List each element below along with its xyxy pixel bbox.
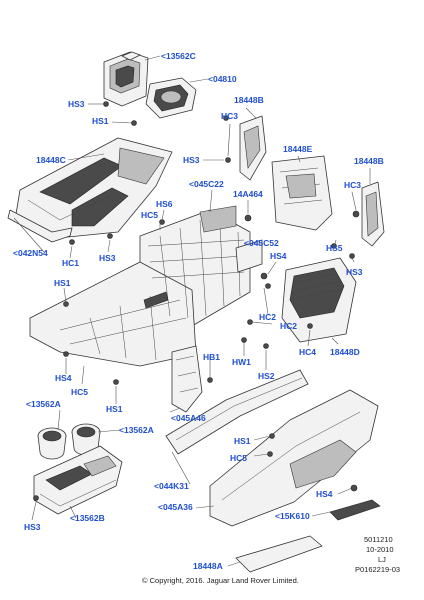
copyright-notice: © Copyright, 2016. Jaguar Land Rover Lim… [142, 576, 299, 585]
label-13562b[interactable]: <13562B [70, 513, 105, 523]
label-hc5[interactable]: HC5 [230, 453, 248, 463]
footer-ref-date: 10-2010 [366, 545, 394, 554]
footer-ref-code: LJ [378, 555, 386, 564]
upper-trim-panel-18448c [7, 137, 173, 243]
label-18448a[interactable]: 18448A [193, 561, 223, 571]
label-hs1[interactable]: HS1 [92, 116, 109, 126]
side-trim-044k31 [165, 369, 309, 455]
footer-illustration-id: P0162219-03 [355, 565, 401, 574]
label-hc5[interactable]: HC5 [141, 210, 159, 220]
leader-lines [13, 55, 371, 567]
label-18448d[interactable]: 18448D [330, 347, 360, 357]
console-frame-045c22 [29, 205, 263, 367]
label-13562a[interactable]: <13562A [26, 399, 61, 409]
rear-storage-bin-18448d [281, 257, 357, 343]
cup-holder-insert-13562c [103, 51, 149, 107]
lower-panel-18448a [235, 535, 323, 573]
label-18448c[interactable]: 18448C [36, 155, 66, 165]
label-hs3[interactable]: HS3 [99, 253, 116, 263]
label-hc1[interactable]: HC1 [62, 258, 80, 268]
trim-strip-15k610 [329, 499, 381, 521]
label-hc2[interactable]: HC2 [280, 321, 298, 331]
label-042n54[interactable]: <042N54 [13, 248, 48, 258]
label-hc5[interactable]: HC5 [71, 387, 89, 397]
label-hs4[interactable]: HS4 [316, 489, 333, 499]
label-hc2[interactable]: HC2 [259, 312, 277, 322]
label-hs3[interactable]: HS3 [346, 267, 363, 277]
label-hc3[interactable]: HC3 [344, 180, 362, 190]
label-hs1[interactable]: HS1 [54, 278, 71, 288]
bracket-045a46 [171, 345, 203, 413]
label-13562a[interactable]: <13562A [119, 425, 154, 435]
label-hs4[interactable]: HS4 [270, 251, 287, 261]
label-04810[interactable]: <04810 [208, 74, 237, 84]
label-hw1[interactable]: HW1 [232, 357, 251, 367]
label-hs5[interactable]: HS5 [326, 243, 343, 253]
label-hs3[interactable]: HS3 [68, 99, 85, 109]
label-hs2[interactable]: HS2 [258, 371, 275, 381]
side-trim-18448b-right [361, 181, 385, 247]
label-hs3[interactable]: HS3 [183, 155, 200, 165]
side-panel-045a36 [209, 389, 379, 527]
label-18448b[interactable]: 18448B [354, 156, 384, 166]
rear-trim-panel-18448e [271, 155, 333, 231]
label-045a36[interactable]: <045A36 [158, 502, 193, 512]
label-14a464[interactable]: 14A464 [233, 189, 263, 199]
label-045a46[interactable]: <045A46 [171, 413, 206, 423]
label-hs4[interactable]: HS4 [55, 373, 72, 383]
label-044k31[interactable]: <044K31 [154, 481, 189, 491]
label-15k610[interactable]: <15K610 [275, 511, 310, 521]
label-hs6[interactable]: HS6 [156, 199, 173, 209]
label-hs3[interactable]: HS3 [24, 522, 41, 532]
label-045c22[interactable]: <045C22 [189, 179, 224, 189]
label-hb1[interactable]: HB1 [203, 352, 221, 362]
label-18448e[interactable]: 18448E [283, 144, 313, 154]
label-hc3[interactable]: HC3 [221, 111, 239, 121]
footer-ref-number: 5011210 [364, 535, 393, 544]
label-18448b[interactable]: 18448B [234, 95, 264, 105]
side-trim-18448b-left [239, 115, 267, 181]
cup-holder-tray-13562b [33, 445, 123, 515]
label-hc4[interactable]: HC4 [299, 347, 317, 357]
label-13562c[interactable]: <13562C [161, 51, 196, 61]
label-hs1[interactable]: HS1 [234, 436, 251, 446]
label-hs1[interactable]: HS1 [106, 404, 123, 414]
label-045c52[interactable]: <045C52 [244, 238, 279, 248]
ashtray-04810 [145, 77, 197, 119]
